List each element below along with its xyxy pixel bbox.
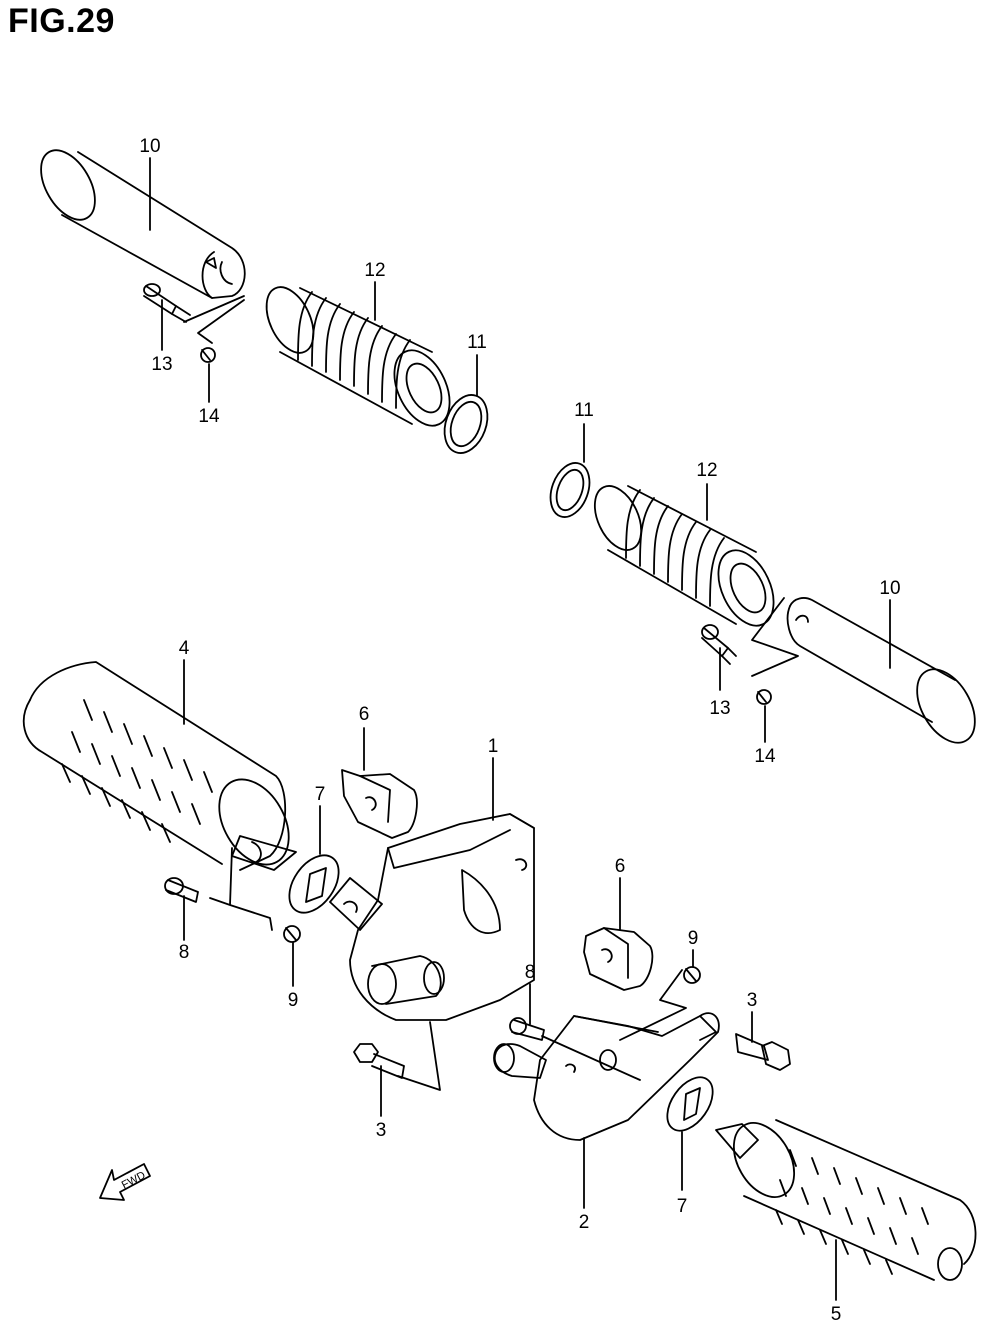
fwd-label: FWD <box>120 1169 148 1191</box>
guide-line-b <box>751 597 799 677</box>
part-9-clip-left <box>283 925 301 943</box>
callout-4: 4 <box>179 638 190 659</box>
part-10-peg-shaft-right <box>786 597 976 744</box>
part-8-bolt-right <box>509 1017 545 1041</box>
callout-12: 12 <box>696 460 717 481</box>
guide-line-c <box>209 847 273 931</box>
part-12-rubber-right <box>593 485 775 627</box>
callout-13: 13 <box>709 698 730 719</box>
guide-line-e <box>619 969 687 1041</box>
callout-5: 5 <box>831 1304 842 1325</box>
callout-10: 10 <box>879 578 900 599</box>
part-8-bolt-left <box>164 877 199 903</box>
part-14-clip-right <box>756 689 772 705</box>
part-11-washer-left <box>443 394 489 454</box>
callout-12: 12 <box>364 260 385 281</box>
part-7-washer-left <box>288 854 340 914</box>
callout-8: 8 <box>179 942 190 963</box>
part-14-clip-left <box>200 347 216 363</box>
part-9-clip-right <box>683 966 701 984</box>
callout-10: 10 <box>139 136 160 157</box>
callout-7: 7 <box>315 784 326 805</box>
part-6-clamp-right <box>583 927 654 991</box>
figure-title: FIG.29 <box>8 2 115 40</box>
part-5-footpeg-right <box>715 1119 977 1281</box>
part-2-bracket-right <box>493 1012 720 1141</box>
callout-3: 3 <box>747 990 758 1011</box>
part-13-bolt-right <box>701 624 737 665</box>
callout-14: 14 <box>754 746 776 767</box>
part-4-footpeg-left <box>22 661 297 871</box>
part-11-washer-right <box>549 462 591 518</box>
part-13-bolt-left <box>143 283 191 323</box>
part-3-bolt-left <box>353 1043 405 1079</box>
part-12-rubber-left <box>265 286 451 427</box>
callout-9: 9 <box>688 928 699 949</box>
fwd-arrow-icon: FWD <box>99 1163 151 1201</box>
part-6-clamp-left <box>341 769 418 839</box>
callout-7: 7 <box>677 1196 688 1217</box>
guide-line-a <box>183 295 245 344</box>
callout-14: 14 <box>198 406 220 427</box>
callout-11: 11 <box>467 332 487 353</box>
callout-3: 3 <box>376 1120 387 1141</box>
callout-9: 9 <box>288 990 299 1011</box>
callout-11: 11 <box>574 400 594 421</box>
callout-6: 6 <box>615 856 626 877</box>
callout-13: 13 <box>151 354 172 375</box>
callout-1: 1 <box>488 736 499 757</box>
callout-6: 6 <box>359 704 370 725</box>
guide-line-d <box>397 1021 441 1091</box>
callout-8: 8 <box>525 962 536 983</box>
callout-2: 2 <box>579 1212 590 1233</box>
part-1-bracket-left <box>329 813 535 1021</box>
part-10-peg-shaft-left <box>40 149 246 299</box>
part-7-washer-right <box>666 1076 714 1132</box>
part-3-bolt-right <box>735 1033 791 1071</box>
